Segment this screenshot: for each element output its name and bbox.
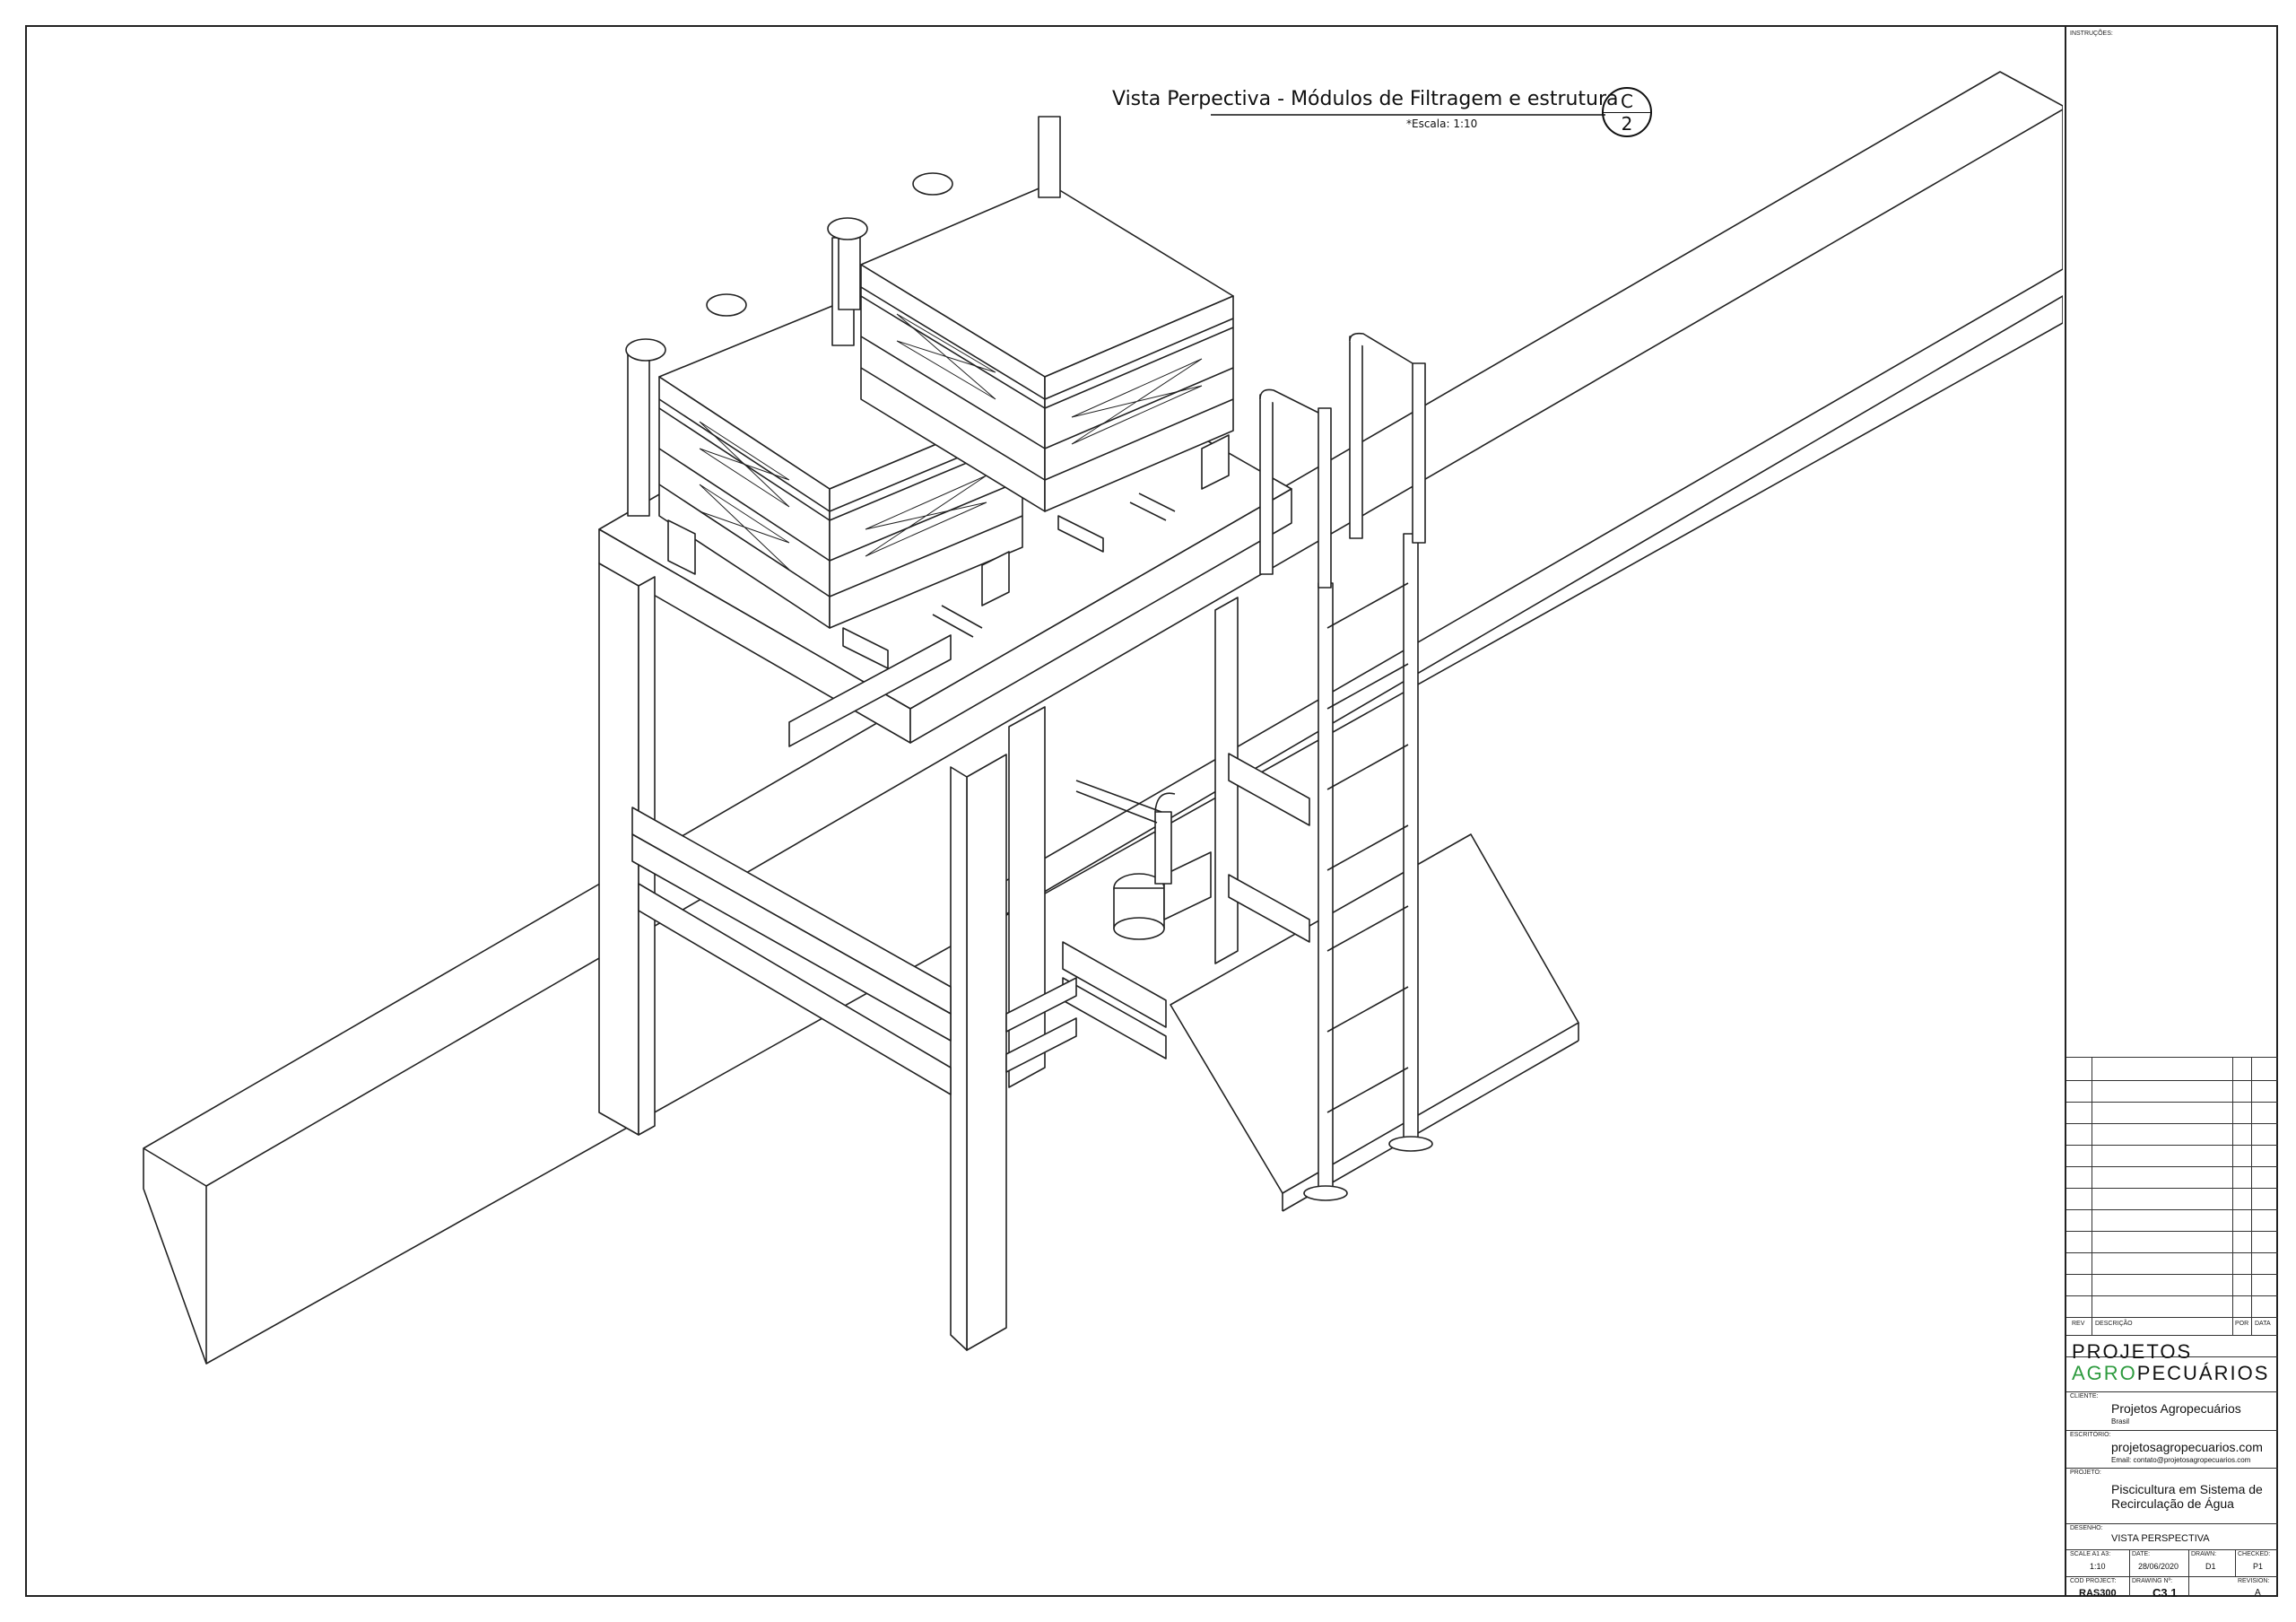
scale-label: SCALE A1 A3: bbox=[2070, 1551, 2111, 1557]
date-value: 28/06/2020 bbox=[2138, 1562, 2179, 1571]
project-code-label: COD PROJECT: bbox=[2070, 1578, 2117, 1584]
drawing-label: DESENHO: bbox=[2070, 1525, 2103, 1531]
section-bubble: C 2 bbox=[1602, 87, 1652, 137]
client-name: Projetos Agropecuários bbox=[2111, 1401, 2241, 1416]
project-label: PROJETO: bbox=[2070, 1469, 2101, 1476]
project-name-line2: Recirculação de Água bbox=[2111, 1496, 2234, 1511]
bubble-detail-number: 2 bbox=[1621, 113, 1633, 135]
client-country: Brasil bbox=[2111, 1417, 2130, 1426]
drawing-name: VISTA PERSPECTIVA bbox=[2111, 1533, 2210, 1544]
rev-table-line bbox=[2066, 1080, 2278, 1081]
divider bbox=[2066, 1468, 2278, 1469]
rev-table-line bbox=[2066, 1102, 2278, 1103]
date-label: DATE: bbox=[2132, 1551, 2151, 1557]
brand-logo-green: AGRO bbox=[2072, 1362, 2137, 1384]
drawing-number-value: C3.1 bbox=[2152, 1586, 2178, 1600]
divider bbox=[2066, 1356, 2278, 1357]
project-name-line1: Piscicultura em Sistema de bbox=[2111, 1482, 2263, 1496]
brand-logo-line2: AGROPECUÁRIOS bbox=[2072, 1362, 2269, 1385]
drawn-value: D1 bbox=[2205, 1562, 2216, 1571]
rev-col-divider bbox=[2251, 1057, 2252, 1335]
rev-table-line bbox=[2066, 1231, 2278, 1232]
checked-value: P1 bbox=[2253, 1562, 2264, 1571]
rev-table-line bbox=[2066, 1145, 2278, 1146]
bubble-sheet-ref: C bbox=[1621, 91, 1633, 112]
isometric-drawing bbox=[143, 71, 2063, 1365]
drawing-sheet-border bbox=[25, 25, 2278, 1597]
data-col-header: DATA bbox=[2255, 1321, 2271, 1327]
meta-col-divider bbox=[2188, 1549, 2189, 1597]
inlet-pipes bbox=[625, 116, 1061, 517]
drawing-number-label: DRAWING Nº: bbox=[2132, 1578, 2173, 1584]
rev-table-line bbox=[2066, 1274, 2278, 1275]
revision-label: REVISION: bbox=[2238, 1578, 2270, 1584]
description-col-header: DESCRIÇÃO bbox=[2095, 1321, 2133, 1327]
rev-col-divider bbox=[2232, 1057, 2233, 1335]
rev-table-line bbox=[2066, 1209, 2278, 1210]
filter-module-back bbox=[860, 183, 1234, 553]
scale-value: 1:10 bbox=[2090, 1562, 2106, 1571]
rev-table-line bbox=[2066, 1057, 2278, 1058]
rev-col-header: REV bbox=[2072, 1321, 2085, 1327]
rev-table-line bbox=[2066, 1188, 2278, 1189]
access-ladder bbox=[1259, 332, 1433, 1201]
rev-table-line bbox=[2066, 1123, 2278, 1124]
por-col-header: POR bbox=[2235, 1321, 2249, 1327]
drawn-label: DRAWN: bbox=[2191, 1551, 2217, 1557]
pump bbox=[1075, 780, 1212, 940]
revision-value: A bbox=[2255, 1588, 2261, 1598]
office-website: projetosagropecuarios.com bbox=[2111, 1440, 2263, 1454]
divider bbox=[2066, 1391, 2278, 1392]
rev-table-line bbox=[2066, 1166, 2278, 1167]
rev-table-line bbox=[2066, 1317, 2278, 1318]
client-label: CLIENTE: bbox=[2070, 1393, 2099, 1400]
brand-logo-rest: PECUÁRIOS bbox=[2136, 1362, 2270, 1384]
brand-logo-line1: PROJETOS bbox=[2072, 1340, 2193, 1363]
instructions-label: INSTRUÇÕES: bbox=[2070, 31, 2113, 37]
rev-table-header-line bbox=[2066, 1335, 2278, 1336]
view-scale-note: *Escala: 1:10 bbox=[1406, 118, 1478, 130]
view-title-underline bbox=[1211, 114, 1605, 116]
cross-beams bbox=[631, 634, 1310, 1095]
office-email: Email: contato@projetosagropecuarios.com bbox=[2111, 1456, 2251, 1464]
title-block: INSTRUÇÕES: REV DESCRIÇÃO POR DATA PROJE… bbox=[2065, 25, 2278, 1600]
rev-table-line bbox=[2066, 1295, 2278, 1296]
rev-table-line bbox=[2066, 1252, 2278, 1253]
meta-col-divider bbox=[2129, 1549, 2130, 1597]
divider bbox=[2066, 1549, 2278, 1550]
meta-col-divider bbox=[2235, 1549, 2236, 1576]
project-code-value: RAS300 bbox=[2079, 1588, 2117, 1599]
divider bbox=[2066, 1576, 2278, 1577]
divider bbox=[2066, 1523, 2278, 1524]
view-title: Vista Perpectiva - Módulos de Filtragem … bbox=[1112, 88, 1619, 110]
divider bbox=[2066, 1430, 2278, 1431]
checked-label: CHECKED: bbox=[2238, 1551, 2271, 1557]
office-label: ESCRITÓRIO: bbox=[2070, 1432, 2111, 1438]
